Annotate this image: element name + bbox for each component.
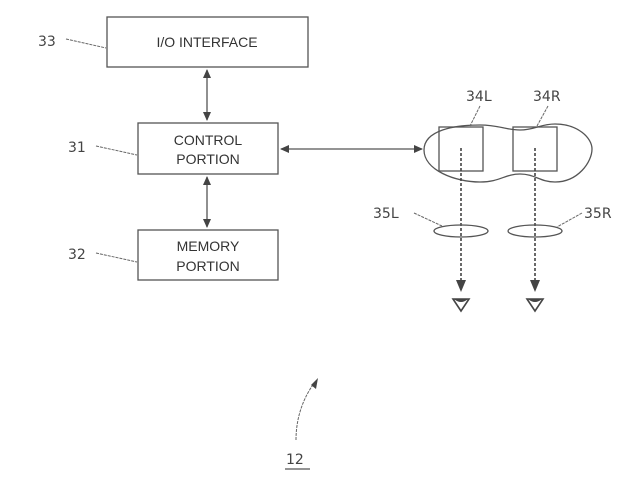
control-label-line1: CONTROL [174,132,243,148]
leader-34R [536,105,549,127]
io-interface-label: I/O INTERFACE [156,34,257,50]
ref-34R: 34R [533,89,561,105]
left-eye-icon [451,298,471,313]
leader-35R [556,212,583,228]
leader-32 [95,252,138,263]
left-path-arrowhead [456,280,466,292]
leader-33 [65,38,107,49]
leader-35L [413,212,443,227]
figure-ref-arrowhead [311,378,318,389]
ref-34L: 34L [466,89,492,105]
ref-35R: 35R [584,206,612,222]
display-housing [423,123,593,183]
memory-label-line1: MEMORY [177,238,240,254]
figure-ref-leader [295,381,316,441]
ref-33: 33 [38,34,56,50]
ref-32: 32 [68,247,86,263]
leader-34L [469,105,481,127]
memory-label-line2: PORTION [176,258,240,274]
figure-number: 12 [286,452,304,468]
ref-35L: 35L [373,206,399,222]
leader-31 [95,145,138,156]
control-portion-block: CONTROL PORTION [137,122,279,175]
ref-31: 31 [68,140,86,156]
memory-portion-block: MEMORY PORTION [137,229,279,281]
right-eye-icon [525,298,545,313]
left-lens [433,224,489,238]
right-path-arrowhead [530,280,540,292]
control-label-line2: PORTION [176,151,240,167]
io-interface-block: I/O INTERFACE [106,16,309,68]
right-lens [507,224,563,238]
